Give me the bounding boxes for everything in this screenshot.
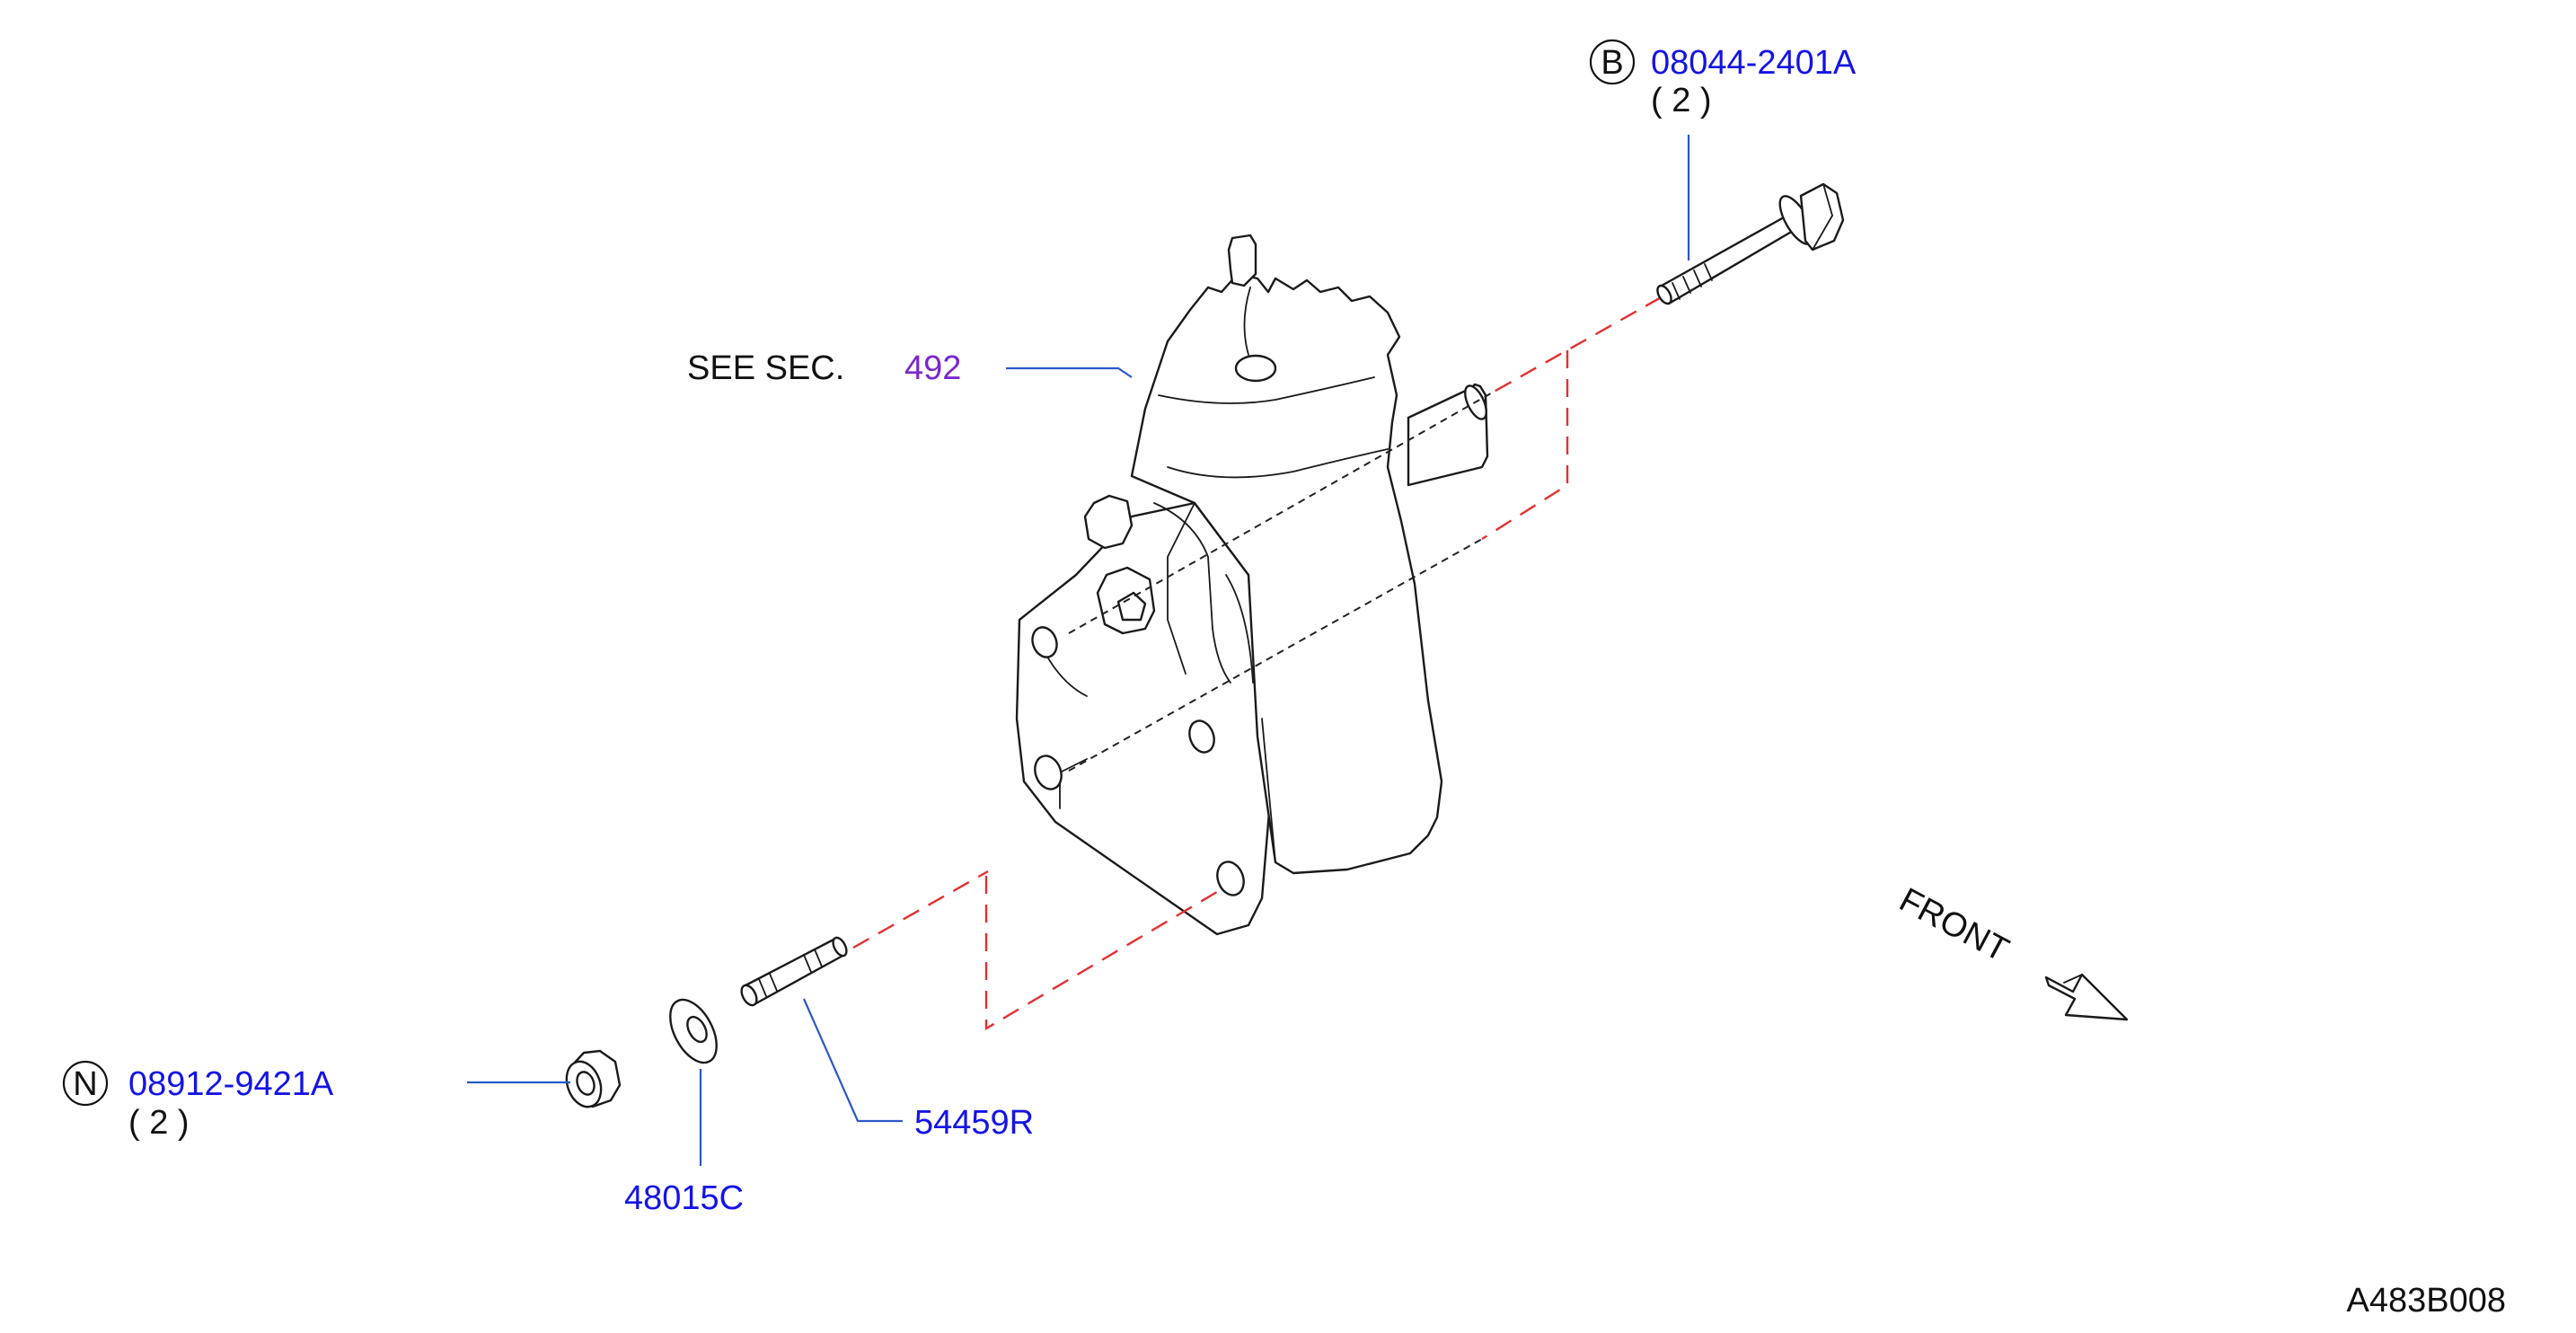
bolt-tip [1656, 284, 1672, 305]
nut-callout: N 08912-9421A ( 2 ) [62, 1060, 334, 1142]
flange-hole-lower [1216, 861, 1245, 896]
flange-hole-right [1188, 719, 1215, 754]
housing-contour-line-7 [1243, 287, 1251, 356]
stud-thread-3 [803, 954, 812, 973]
bolt-thread-1 [1672, 282, 1681, 300]
valve-port-inner [1116, 591, 1147, 622]
housing-contour-line-3 [1153, 502, 1231, 684]
bolt-part-number[interactable]: 08044-2401A [1651, 44, 1857, 82]
housing-contour-line-4 [1225, 574, 1254, 684]
circled-letter-b-icon [1589, 39, 1636, 85]
stud-part-number[interactable]: 54459R [914, 1104, 1034, 1142]
housing-contour-line-5 [1261, 718, 1276, 863]
bolt-head-edge [1822, 183, 1833, 216]
housing-contour-line-6 [1167, 502, 1195, 675]
nut-part-number[interactable]: 08912-9421A [128, 1065, 334, 1103]
front-arrow-icon [2044, 973, 2129, 1021]
circled-letter-n-icon [62, 1060, 109, 1107]
section-leader-line [1006, 366, 1133, 378]
bolt-quantity: ( 2 ) [1651, 82, 1712, 119]
stud-thread-4 [814, 949, 823, 967]
stud-thread-1 [758, 978, 767, 997]
flange-bolt [1656, 182, 1845, 305]
stud-end-near [740, 984, 758, 1007]
alignment-lines [852, 290, 1672, 1031]
diagram-id: A483B008 [2347, 1282, 2507, 1320]
bolt-callout: B 08044-2401A ( 2 ) [1589, 39, 1857, 119]
nut-quantity: ( 2 ) [128, 1104, 190, 1142]
section-number-link[interactable]: 492 [904, 349, 961, 387]
gear-box-side-boss [1083, 494, 1134, 550]
stud-alignment-bracket [984, 876, 1222, 1031]
washer-part-number[interactable]: 48015C [624, 1179, 744, 1217]
stud-alignment-line [852, 870, 989, 949]
washer-hole [686, 1015, 708, 1044]
flange-hole-upper [1031, 626, 1058, 658]
gear-box-top-knob [1227, 234, 1257, 287]
front-indicator: FRONT [1893, 881, 2129, 1021]
bolt-axis-hidden-line [1068, 390, 1496, 634]
front-label: FRONT [1893, 881, 2015, 970]
stud-leader-line [802, 998, 903, 1123]
stud-bolt [740, 936, 848, 1007]
bolt-hex-head [1799, 182, 1845, 252]
see-section-prefix: SEE SEC. [687, 349, 844, 387]
housing-contour-line-2 [1167, 448, 1389, 479]
stud-axis-hidden-line [1068, 538, 1483, 772]
housing-boss [1234, 354, 1277, 383]
nut-hole [576, 1071, 595, 1096]
bolt-thread-4 [1704, 263, 1713, 281]
steering-gear-box [1015, 234, 1489, 936]
bolt-shank [1660, 211, 1801, 305]
stud-end-far [832, 936, 848, 958]
stud-thread-2 [769, 973, 778, 992]
section-callout: SEE SEC. 492 [687, 349, 961, 387]
bolt-head-edge-2 [1812, 215, 1833, 251]
bolt-marker-letter: B [1601, 44, 1623, 82]
nut-marker-letter: N [73, 1065, 97, 1103]
flange-nut [565, 1049, 622, 1108]
housing-contour-line [1158, 376, 1375, 404]
bolt-thread-2 [1682, 276, 1691, 294]
flange-hole-left [1034, 755, 1063, 790]
bolt-alignment-line [1495, 290, 1672, 393]
bolt-thread-3 [1693, 269, 1702, 287]
stud-body [744, 937, 846, 1006]
bolt-alignment-bracket [1481, 350, 1569, 541]
washer [669, 998, 718, 1064]
